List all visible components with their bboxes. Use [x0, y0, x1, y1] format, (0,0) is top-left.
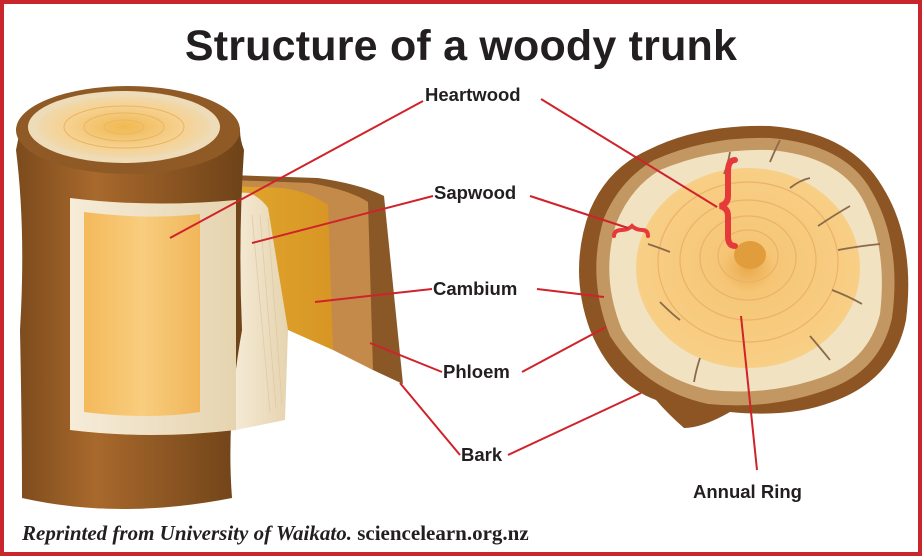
label-sapwood: Sapwood: [434, 182, 516, 204]
label-cambium: Cambium: [433, 278, 517, 300]
label-annual-ring: Annual Ring: [693, 481, 802, 503]
credit-text: Reprinted from University of Waikato.: [22, 521, 352, 545]
leader-phloem-right: [522, 327, 606, 372]
label-heartwood: Heartwood: [425, 84, 521, 106]
leader-bark-right: [508, 393, 641, 455]
site-text: sciencelearn.org.nz: [357, 521, 528, 545]
trunk-cutaway: [16, 86, 403, 509]
label-phloem: Phloem: [443, 361, 510, 383]
leader-bark-left: [400, 383, 460, 455]
trunk-cross-section: [579, 126, 908, 428]
label-bark: Bark: [461, 444, 502, 466]
footer-credit: Reprinted from University of Waikato. sc…: [22, 521, 529, 546]
trunk-heartwood: [84, 212, 200, 416]
